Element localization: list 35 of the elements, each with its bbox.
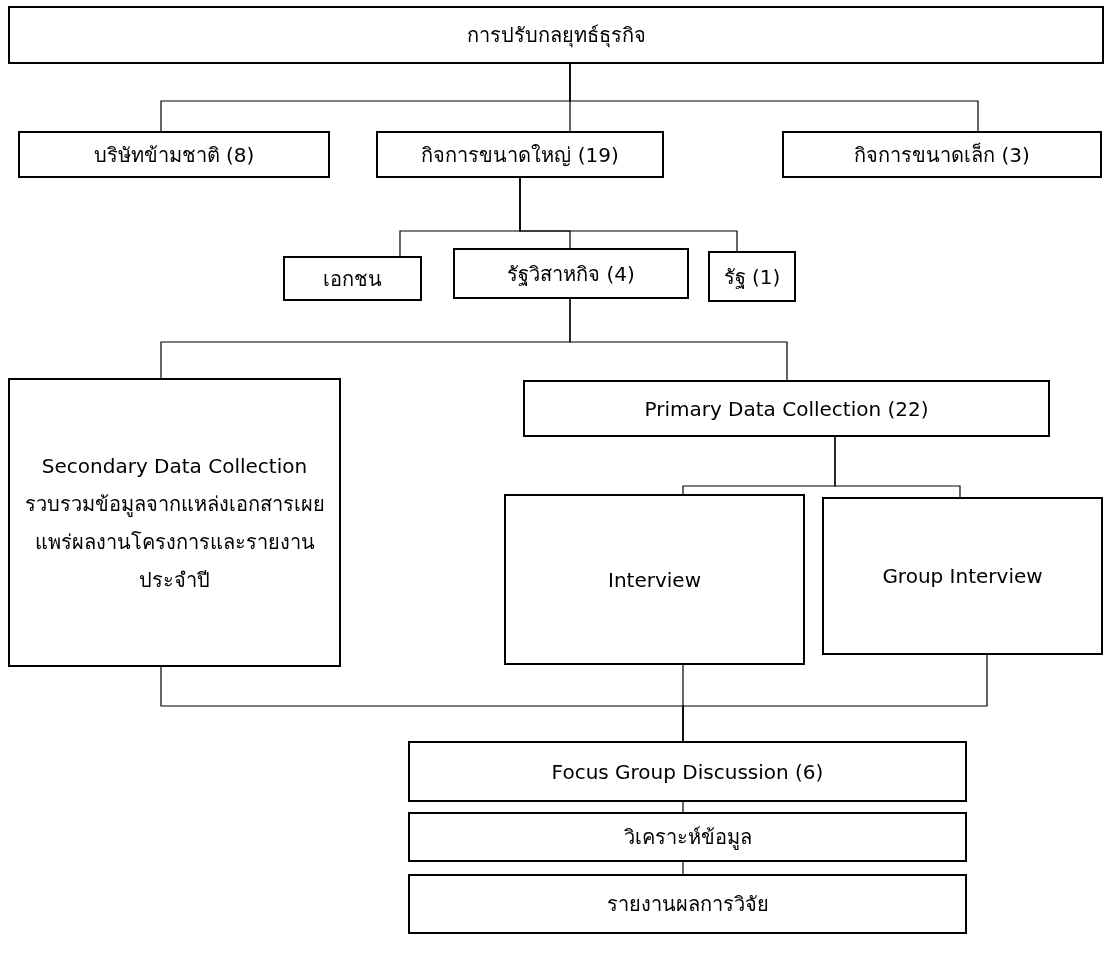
process-box bbox=[376, 131, 664, 178]
box-label: Focus Group Discussion (6) bbox=[551, 758, 824, 786]
process-box bbox=[408, 874, 967, 934]
process-box bbox=[453, 248, 689, 299]
connector-line bbox=[682, 861, 684, 875]
connector-line bbox=[682, 801, 684, 813]
connector-line bbox=[834, 436, 961, 498]
process-box bbox=[8, 6, 1104, 64]
connector-line bbox=[569, 298, 788, 381]
box-label: กิจการขนาดใหญ่ (19) bbox=[421, 141, 619, 169]
process-box bbox=[504, 494, 805, 665]
box-label: Secondary Data Collection รวบรวมข้อมูลจากแหล่งเอกสารเผยแพร่ผลงานโครงการและรายงานประจำปี bbox=[23, 452, 326, 594]
box-label: การปรับกลยุทธ์ธุรกิจ bbox=[466, 22, 646, 50]
box-label: รัฐ (1) bbox=[723, 263, 781, 291]
process-box bbox=[408, 812, 967, 862]
box-label: วิเคราะห์ข้อมูล bbox=[623, 824, 752, 852]
box-label: Primary Data Collection (22) bbox=[644, 395, 929, 423]
process-box bbox=[283, 256, 422, 301]
box-label: บริษัทข้ามชาติ (8) bbox=[93, 141, 255, 169]
box-label: Group Interview bbox=[882, 563, 1043, 590]
process-box bbox=[18, 131, 330, 178]
box-label: รัฐวิสาหกิจ (4) bbox=[507, 260, 635, 288]
process-box bbox=[8, 378, 341, 667]
process-box bbox=[822, 497, 1103, 655]
connector-line bbox=[519, 177, 738, 252]
box-label: รายงานผลการวิจัย bbox=[606, 891, 769, 918]
box-label: เอกชน bbox=[323, 265, 382, 293]
process-box bbox=[523, 380, 1050, 437]
box-label: กิจการขนาดเล็ก (3) bbox=[854, 141, 1030, 169]
process-box bbox=[408, 741, 967, 802]
box-label: Interview bbox=[608, 566, 701, 594]
process-box bbox=[708, 251, 796, 302]
connector-line bbox=[569, 63, 979, 132]
process-box bbox=[782, 131, 1102, 178]
connector-line bbox=[682, 654, 988, 742]
